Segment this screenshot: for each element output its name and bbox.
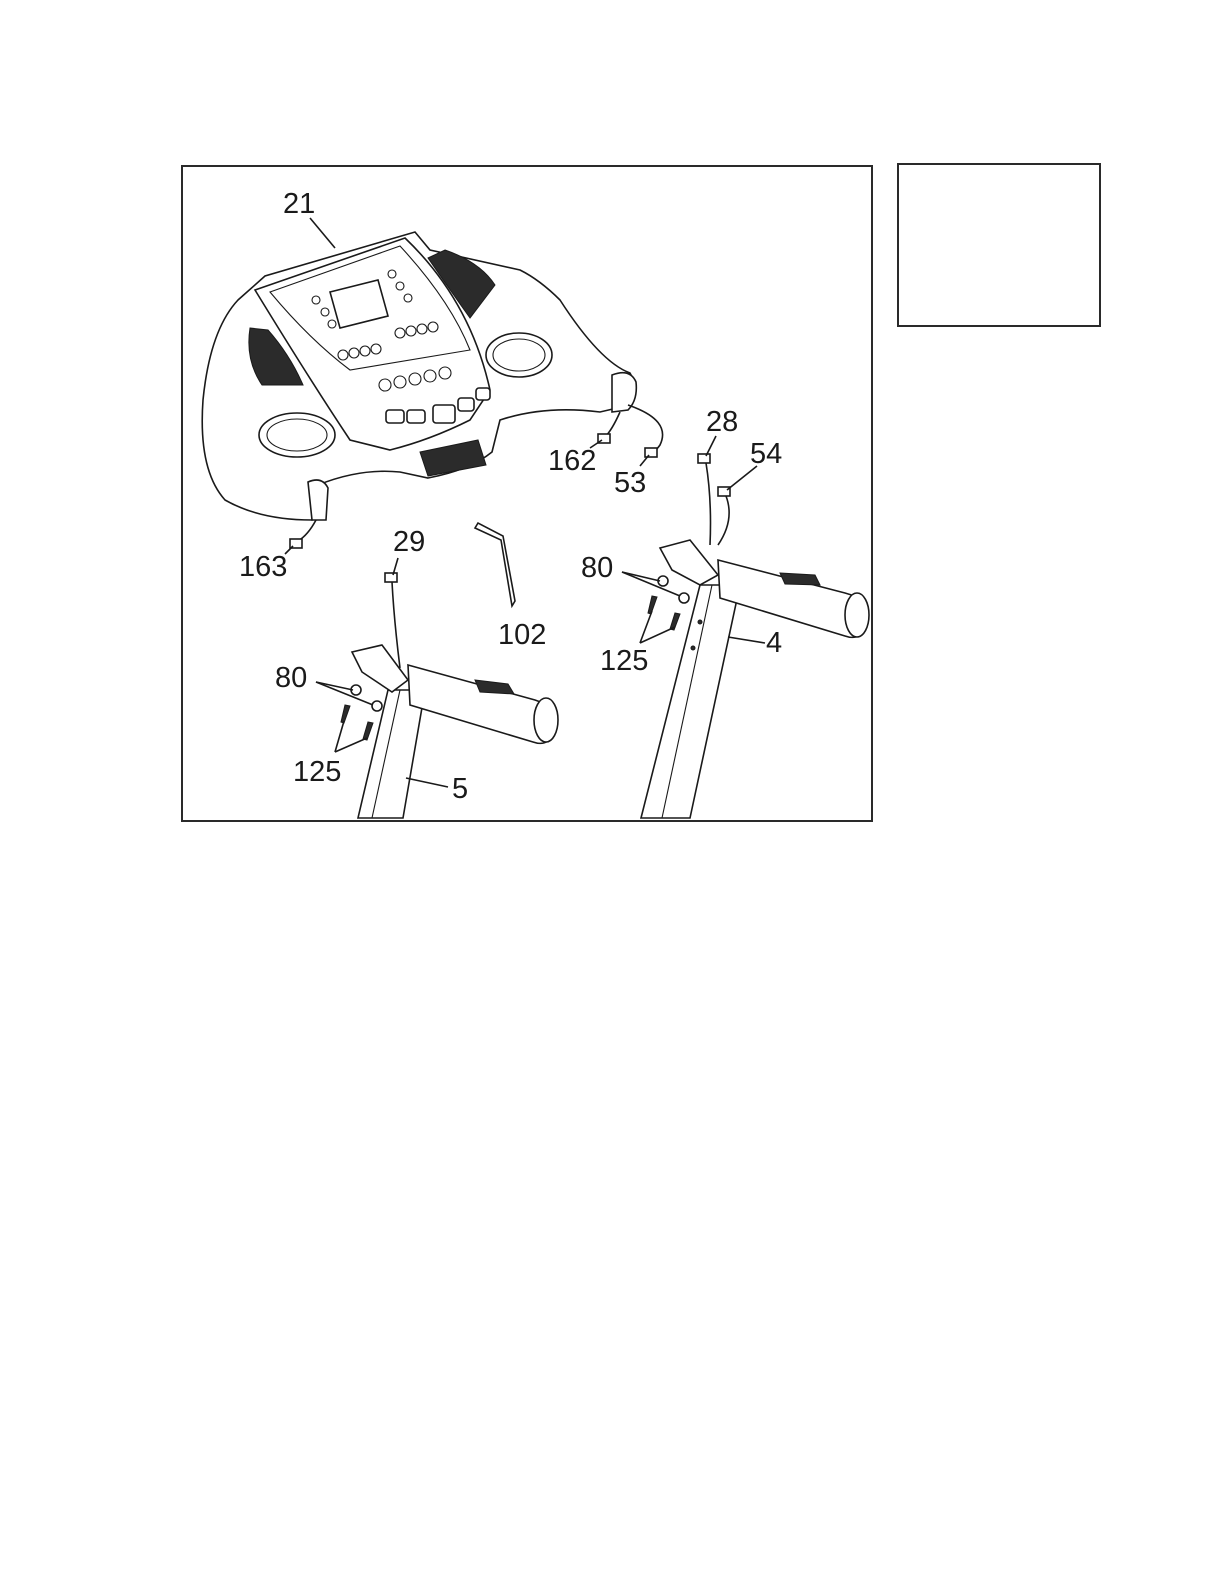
callout-4: 4 bbox=[766, 627, 782, 659]
left-upright-tube bbox=[358, 690, 425, 818]
right-cup-holder bbox=[486, 333, 552, 377]
right-handrail-end-cap bbox=[845, 593, 869, 637]
left-handrail-end-cap bbox=[534, 698, 558, 742]
callout-125-right: 125 bbox=[600, 645, 648, 677]
right-fasteners bbox=[648, 576, 689, 630]
callout-80-right: 80 bbox=[581, 552, 613, 584]
wire-53-cable bbox=[628, 405, 663, 452]
callout-163: 163 bbox=[239, 551, 287, 583]
screw-125-left-a bbox=[341, 705, 350, 723]
left-fasteners bbox=[341, 685, 382, 740]
callout-80-left: 80 bbox=[275, 662, 307, 694]
callout-53: 53 bbox=[614, 467, 646, 499]
callout-21: 21 bbox=[283, 188, 315, 220]
callout-54: 54 bbox=[750, 438, 782, 470]
left-handrail-pulse-grip bbox=[475, 680, 514, 694]
screw-125-left-b bbox=[363, 722, 373, 740]
connector-29 bbox=[385, 573, 397, 582]
wire-29-cable bbox=[392, 582, 400, 668]
right-handrail-pulse-grip bbox=[780, 573, 820, 585]
hex-key bbox=[475, 523, 515, 606]
callout-5: 5 bbox=[452, 773, 468, 805]
callout-28: 28 bbox=[706, 406, 738, 438]
left-handrail bbox=[408, 665, 557, 743]
left-upright-bracket bbox=[352, 645, 408, 692]
left-cup-holder bbox=[259, 413, 335, 457]
right-upright bbox=[641, 540, 869, 818]
callout-125-left: 125 bbox=[293, 756, 341, 788]
callout-29: 29 bbox=[393, 526, 425, 558]
right-upright-tube bbox=[641, 585, 740, 818]
washer-80-right-b bbox=[679, 593, 689, 603]
connector-53 bbox=[645, 448, 657, 457]
right-upright-bracket bbox=[660, 540, 718, 585]
callout-102: 102 bbox=[498, 619, 546, 651]
callout-162: 162 bbox=[548, 445, 596, 477]
left-arm-end bbox=[308, 480, 328, 520]
wire-163-cable bbox=[298, 520, 316, 541]
wire-28-cable bbox=[706, 463, 711, 545]
connector-28 bbox=[698, 454, 710, 463]
wire-54-cable bbox=[718, 496, 729, 545]
washer-80-left-b bbox=[372, 701, 382, 711]
